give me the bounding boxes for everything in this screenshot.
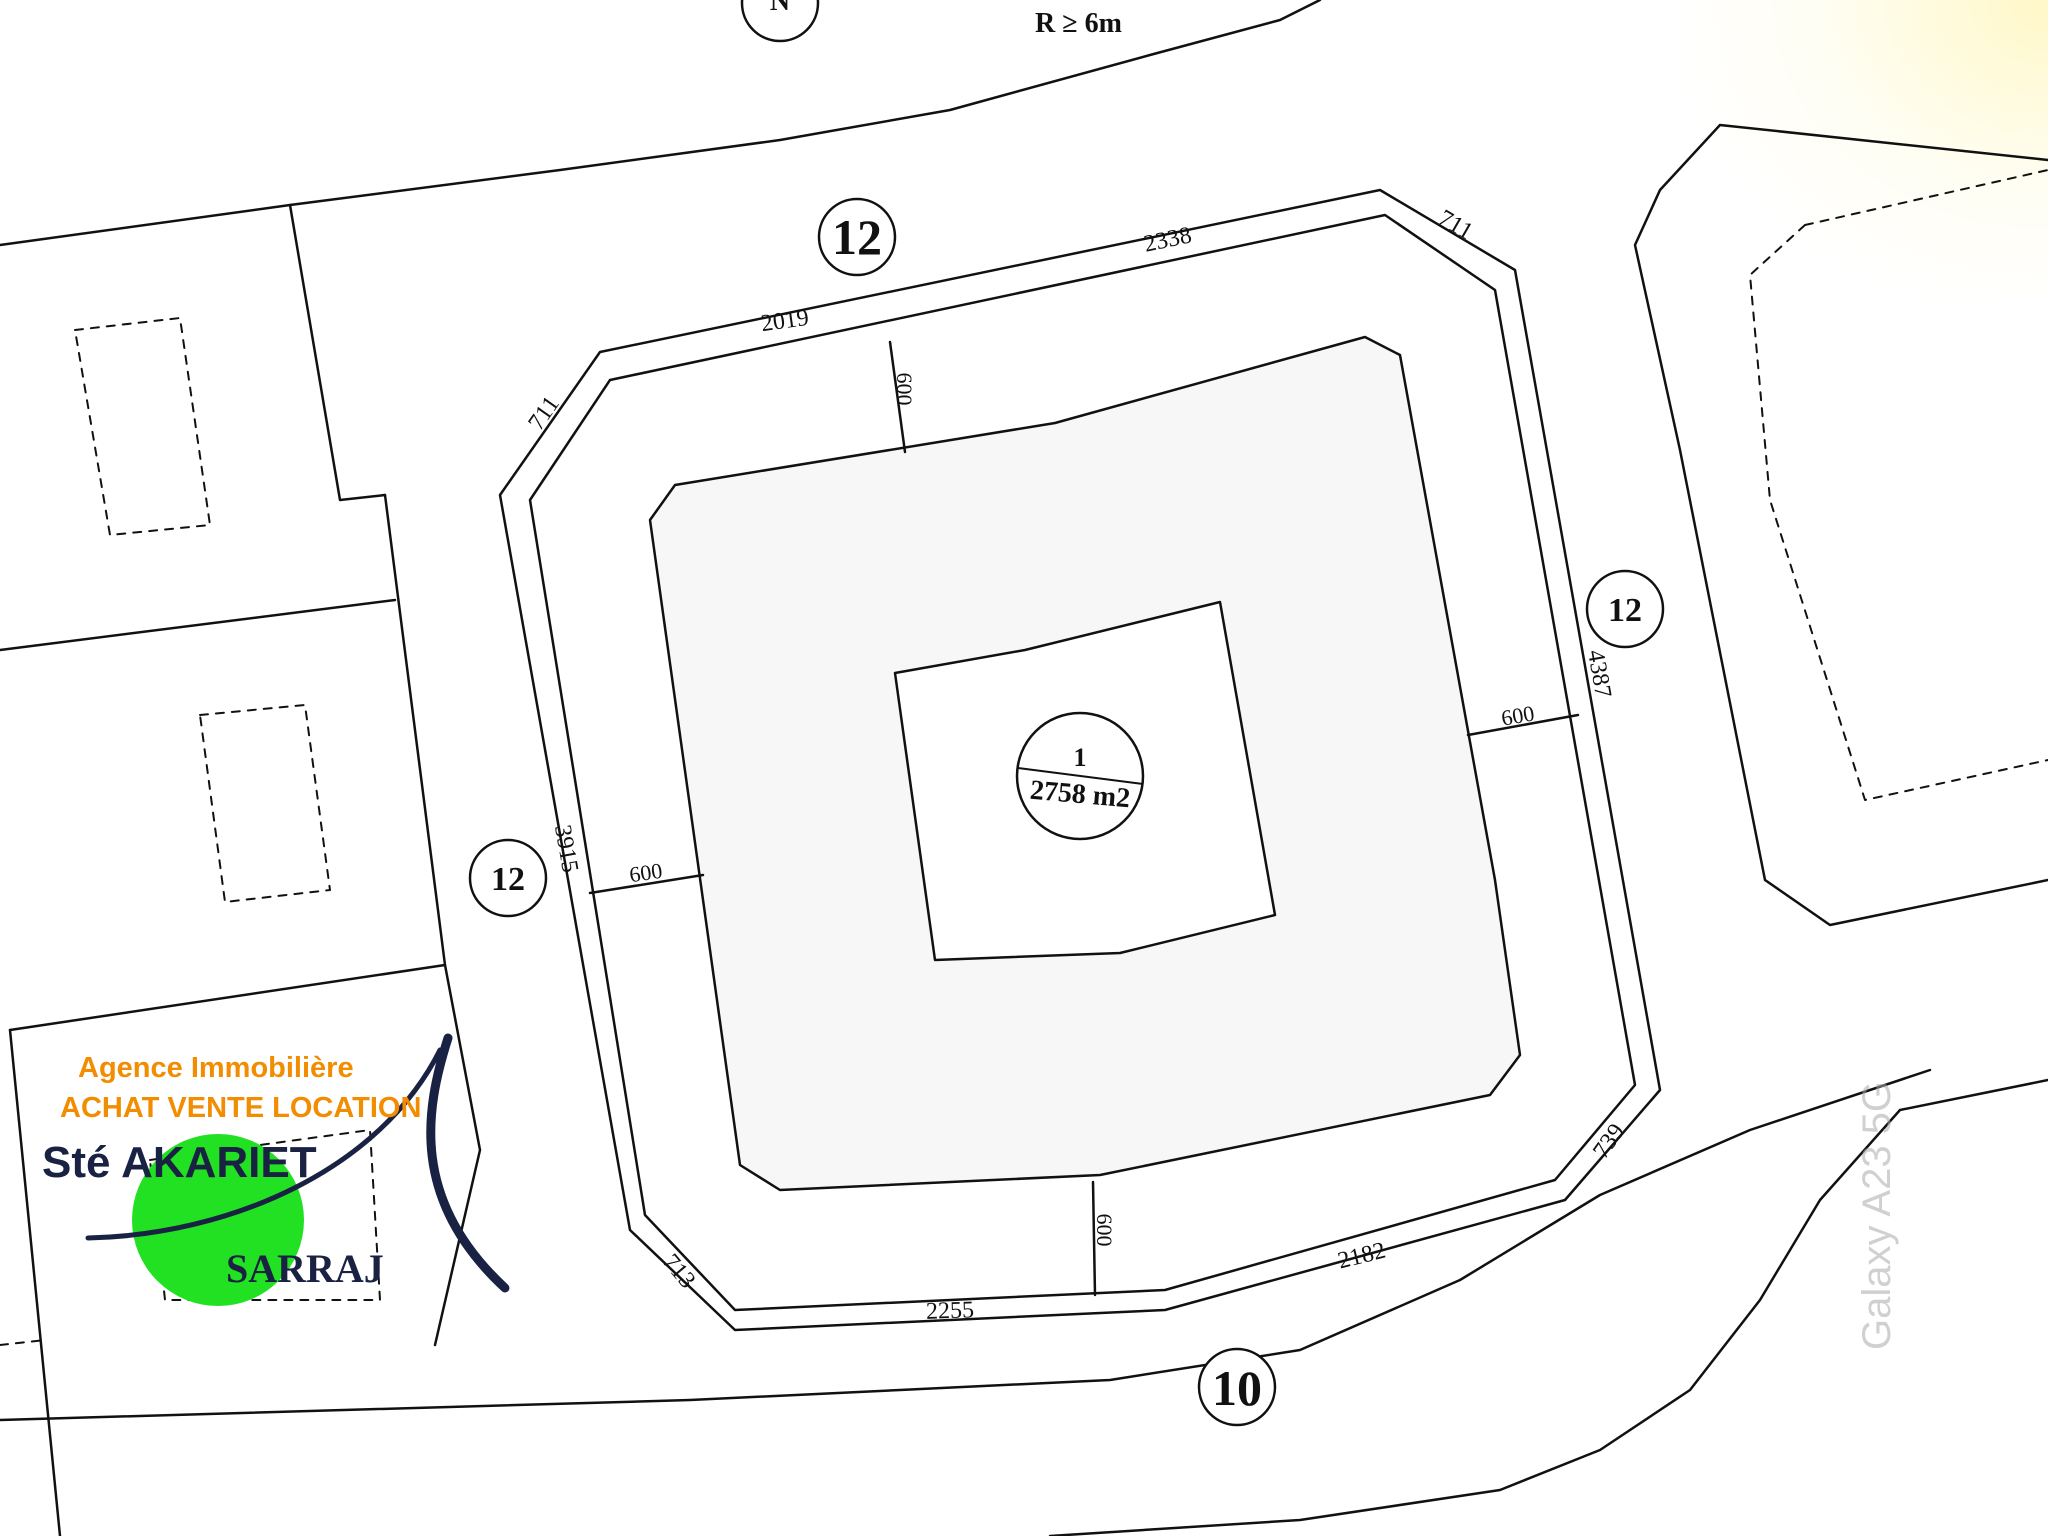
logo-brand-name: SARRAJ — [226, 1246, 384, 1291]
setback-line-east — [1466, 713, 1580, 737]
road-south-edge-lower — [1048, 1078, 2048, 1536]
building-outline-left-3 — [149, 1129, 381, 1301]
road-south-edge-upper — [0, 1068, 1932, 1422]
building-outline-right — [1749, 169, 2048, 801]
logo-swoosh-outer — [426, 1033, 510, 1293]
setback-line-north — [888, 340, 907, 454]
logo-services-label: ACHAT VENTE LOCATION — [60, 1092, 422, 1124]
building-outline-left-1 — [74, 317, 211, 536]
logo-company-name: Sté AKARIET — [42, 1138, 317, 1187]
dim-setback-west: 600 — [628, 858, 664, 887]
lot-outer-boundary — [498, 188, 1662, 1332]
road-width-west: 12 — [491, 861, 525, 898]
north-label: N — [770, 0, 790, 17]
lot-inner-boundary — [528, 213, 1637, 1312]
setback-line-west — [588, 873, 705, 895]
parcel-boundary-left-c — [8, 963, 447, 1032]
road-north-edge — [0, 0, 1322, 247]
lot-circle-divider — [1017, 767, 1144, 785]
road-width-south: 10 — [1212, 1360, 1262, 1416]
road-circle-west — [468, 838, 548, 918]
dim-setback-north: 600 — [892, 373, 917, 406]
dim-south-west-segment: 2255 — [926, 1297, 975, 1325]
logo-agency-label: Agence Immobilière — [78, 1052, 354, 1084]
dim-setback-south: 600 — [1092, 1214, 1117, 1247]
parcel-boundary-left-b — [383, 493, 482, 1347]
parcel-left-upper — [288, 203, 387, 502]
road-circle-east — [1585, 569, 1665, 649]
parcel-boundary-left-d — [8, 1028, 62, 1536]
camera-watermark: Galaxy A23 5G — [1855, 1080, 1899, 1350]
road-width-east: 12 — [1608, 592, 1642, 629]
light-glare — [1688, 0, 2048, 300]
road-width-north: 12 — [832, 209, 882, 265]
road-circle-north — [817, 197, 897, 277]
building-outline-left-2 — [199, 704, 331, 903]
parcel-boundary-left-a — [0, 598, 397, 652]
lot-number: 1 — [1074, 743, 1087, 772]
compass-rose — [740, 0, 820, 43]
parcel-dashed-left-bottom — [0, 1339, 46, 1346]
radius-note: R ≥ 6m — [1035, 8, 1122, 39]
road-circle-south — [1197, 1347, 1277, 1427]
logo-swoosh-inner — [85, 1047, 443, 1241]
dim-setback-east: 600 — [1499, 700, 1536, 730]
setback-line-south — [1091, 1180, 1097, 1297]
parcel-right-block — [1633, 123, 2048, 927]
